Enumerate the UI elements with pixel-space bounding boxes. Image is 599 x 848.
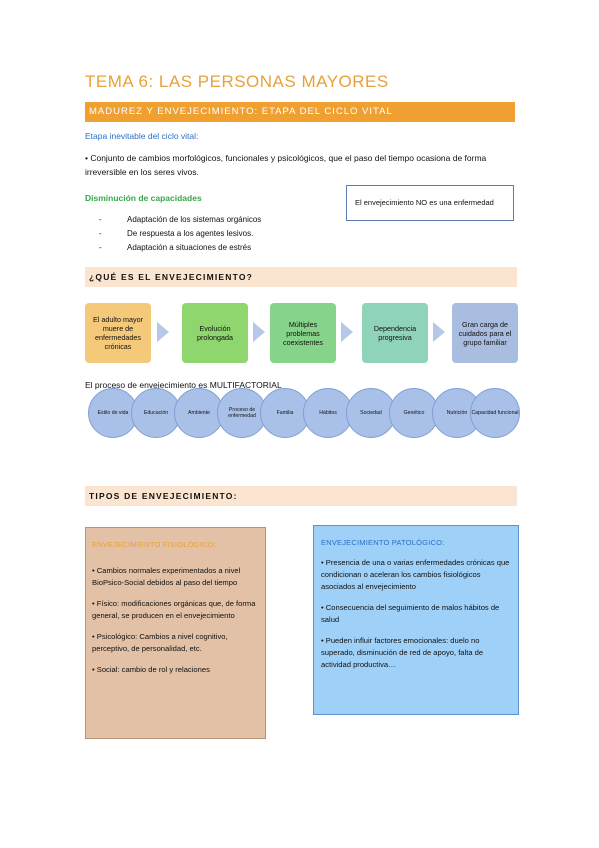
factor-circle: Capacidad funcional <box>470 388 520 438</box>
panel-patologico: ENVEJECIMIENTO PATOLÓGICO: • Presencia d… <box>313 525 519 715</box>
arrow-right-icon <box>157 322 169 342</box>
list-item: • Presencia de una o varias enfermedades… <box>321 558 510 591</box>
disminucion-label: Disminución de capacidades <box>85 193 202 203</box>
flow-step-5: Gran carga de cuidados para el grupo fam… <box>452 303 518 363</box>
arrow-right-icon <box>253 322 265 342</box>
factor-circle: Nutrición <box>432 388 482 438</box>
section-header-madurez: MADUREZ Y ENVEJECIMIENTO: ETAPA DEL CICL… <box>85 102 515 122</box>
list-item: • Social: cambio de rol y relaciones <box>92 665 210 674</box>
factor-circle: Hábitos <box>303 388 353 438</box>
factor-circle: Proceso de enfermedad <box>217 388 267 438</box>
flow-step-4: Dependencia progresiva <box>362 303 428 363</box>
factor-circle: Ambiente <box>174 388 224 438</box>
list-item: Adaptación de los sistemas orgánicos <box>95 213 335 227</box>
arrow-right-icon <box>341 322 353 342</box>
panel-fisiologico: ENVEJECIMIENTO FISIOLÓGICO: • Cambios no… <box>85 527 266 739</box>
list-item: • Pueden influir factores emocionales: d… <box>321 636 484 669</box>
list-item: • Consecuencia del seguimiento de malos … <box>321 603 500 624</box>
page-title: TEMA 6: LAS PERSONAS MAYORES <box>85 72 389 91</box>
list-item: • Físico: modificaciones orgánicas que, … <box>92 599 256 620</box>
etapa-text: • Conjunto de cambios morfológicos, func… <box>85 153 487 177</box>
etapa-label: Etapa inevitable del ciclo vital: <box>85 131 199 141</box>
flow-step-3: Múltiples problemas coexistentes <box>270 303 336 363</box>
list-item: Adaptación a situaciones de estrés <box>95 241 335 255</box>
multifactorial-text: El proceso de envejecimiento es MULTIFAC… <box>85 380 282 390</box>
section-header-tipos: TIPOS DE ENVEJECIMIENTO: <box>85 486 517 506</box>
list-item: • Cambios normales experimentados a nive… <box>92 566 241 587</box>
arrow-right-icon <box>433 322 445 342</box>
capacidades-list: Adaptación de los sistemas orgánicos De … <box>95 213 335 255</box>
flow-step-2: Evolución prolongada <box>182 303 248 363</box>
factor-circle: Estilo de vida <box>88 388 138 438</box>
factor-circle: Genético <box>389 388 439 438</box>
factor-circle: Sociedad <box>346 388 396 438</box>
panel-heading: ENVEJECIMIENTO PATOLÓGICO: <box>321 538 445 547</box>
flow-step-1: El adulto mayor muere de enfermedades cr… <box>85 303 151 363</box>
panel-heading: ENVEJECIMIENTO FISIOLÓGICO: <box>92 540 217 549</box>
callout-box: El envejecimiento NO es una enfermedad <box>346 185 514 221</box>
list-item: • Psicológico: Cambios a nivel cognitivo… <box>92 632 228 653</box>
list-item: De respuesta a los agentes lesivos. <box>95 227 335 241</box>
section-header-que-es: ¿QUÉ ES EL ENVEJECIMIENTO? <box>85 267 517 287</box>
